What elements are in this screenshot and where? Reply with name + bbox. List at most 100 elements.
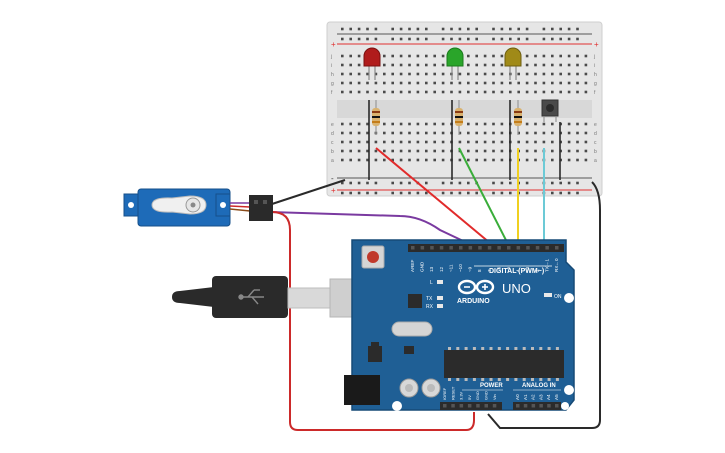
red-led[interactable]: [363, 47, 381, 80]
analog-pin-label: A0: [515, 394, 520, 400]
power-label: POWER: [480, 383, 503, 389]
row-letter: a: [331, 158, 334, 164]
analog-pin[interactable]: [531, 404, 536, 408]
power-pin[interactable]: [476, 404, 480, 408]
row-letter: g: [594, 81, 597, 87]
wire-black-servo-ground: [271, 179, 346, 205]
servo-motor[interactable]: [123, 188, 273, 227]
digital-pin[interactable]: [430, 246, 434, 250]
model-label: UNO: [502, 281, 531, 296]
power-pin-label: IOREF: [442, 387, 447, 400]
digital-pin-label: 8: [477, 269, 482, 272]
digital-pin-label: TX→1: [544, 259, 549, 272]
power-pin[interactable]: [467, 404, 472, 408]
analog-pin[interactable]: [539, 404, 543, 408]
analog-pin[interactable]: [547, 404, 551, 408]
digital-pin-label: AREF: [410, 260, 415, 272]
digital-pin[interactable]: [411, 246, 415, 250]
rail-plus-label: +: [331, 40, 336, 49]
analog-pin-label: A3: [538, 394, 543, 400]
reset-button[interactable]: [361, 245, 385, 269]
pushbutton[interactable]: [541, 99, 559, 122]
resistor-3[interactable]: [514, 100, 522, 135]
on-led-label: ON: [554, 294, 562, 300]
digital-pin[interactable]: [526, 246, 530, 250]
digital-pin[interactable]: [555, 246, 559, 250]
rail-plus-bottom-label: +: [331, 186, 336, 195]
resistor-2[interactable]: [455, 100, 463, 135]
rail-plus-label-right: +: [594, 40, 599, 49]
power-pin[interactable]: [492, 404, 497, 408]
mount-hole-icon: [564, 385, 574, 395]
digital-pin[interactable]: [420, 246, 425, 250]
digital-pin-label: ~5: [506, 266, 511, 272]
digital-pin-label: 12: [439, 266, 444, 272]
digital-pin[interactable]: [497, 246, 501, 250]
power-pin[interactable]: [459, 404, 464, 408]
digital-header: [408, 244, 564, 252]
tx-led-label: TX: [426, 296, 433, 302]
usb-chip: [408, 294, 422, 308]
l-led: [437, 280, 443, 284]
digital-pin[interactable]: [535, 246, 540, 250]
analog-pin[interactable]: [555, 404, 559, 408]
voltage-regulator: [368, 346, 382, 362]
row-letter: h: [594, 72, 597, 78]
rail-minus-label: -: [331, 174, 334, 183]
brand-label: ARDUINO: [457, 298, 490, 305]
capacitor-2: [421, 378, 441, 398]
analog-pin-label: A1: [523, 394, 528, 400]
mount-hole-icon: [564, 293, 574, 303]
digital-pin[interactable]: [459, 246, 463, 250]
digital-pin[interactable]: [507, 246, 511, 250]
power-pin[interactable]: [451, 404, 455, 408]
digital-pin[interactable]: [487, 246, 492, 250]
row-letter: d: [331, 131, 334, 137]
green-led[interactable]: [446, 47, 464, 80]
mount-hole-icon: [392, 401, 402, 411]
digital-pin[interactable]: [449, 246, 453, 250]
tx-led: [437, 296, 443, 300]
small-component: [404, 346, 414, 354]
row-letter: b: [331, 149, 334, 155]
digital-pin-label: 13: [429, 266, 434, 272]
digital-pin[interactable]: [516, 246, 521, 250]
power-pin[interactable]: [484, 404, 489, 408]
analog-label: ANALOG IN: [522, 383, 556, 389]
row-letter: f: [594, 90, 596, 96]
digital-pin-label: RX←0: [554, 258, 559, 272]
yellow-led[interactable]: [504, 47, 522, 80]
digital-pin[interactable]: [468, 246, 473, 250]
analog-pin[interactable]: [516, 404, 520, 408]
digital-pin-label: ~9: [468, 266, 473, 272]
wires: [269, 147, 601, 431]
row-letter: h: [331, 72, 334, 78]
wire-black-ground-return: [487, 181, 601, 429]
analog-pin[interactable]: [523, 404, 528, 408]
capacitor-1: [399, 378, 419, 398]
digital-pin-label: ~6: [496, 266, 501, 272]
row-letter: c: [331, 140, 334, 146]
power-pin-label: GND: [484, 391, 489, 400]
resistor-1[interactable]: [372, 100, 380, 135]
row-letter: e: [331, 122, 334, 128]
digital-pin[interactable]: [478, 246, 482, 250]
row-letter: g: [331, 81, 334, 87]
row-letter: b: [594, 149, 597, 155]
power-jack[interactable]: [344, 375, 380, 405]
power-pin[interactable]: [443, 404, 447, 408]
digital-pin[interactable]: [439, 246, 444, 250]
digital-pin-label: 2: [535, 269, 540, 272]
wire-purple-servo-signal: [269, 211, 479, 249]
rx-led-label: RX: [426, 304, 434, 310]
row-letter: i: [331, 63, 332, 69]
power-pin-label: GND: [475, 391, 480, 400]
analog-header: [513, 402, 561, 410]
digital-pin[interactable]: [545, 246, 549, 250]
